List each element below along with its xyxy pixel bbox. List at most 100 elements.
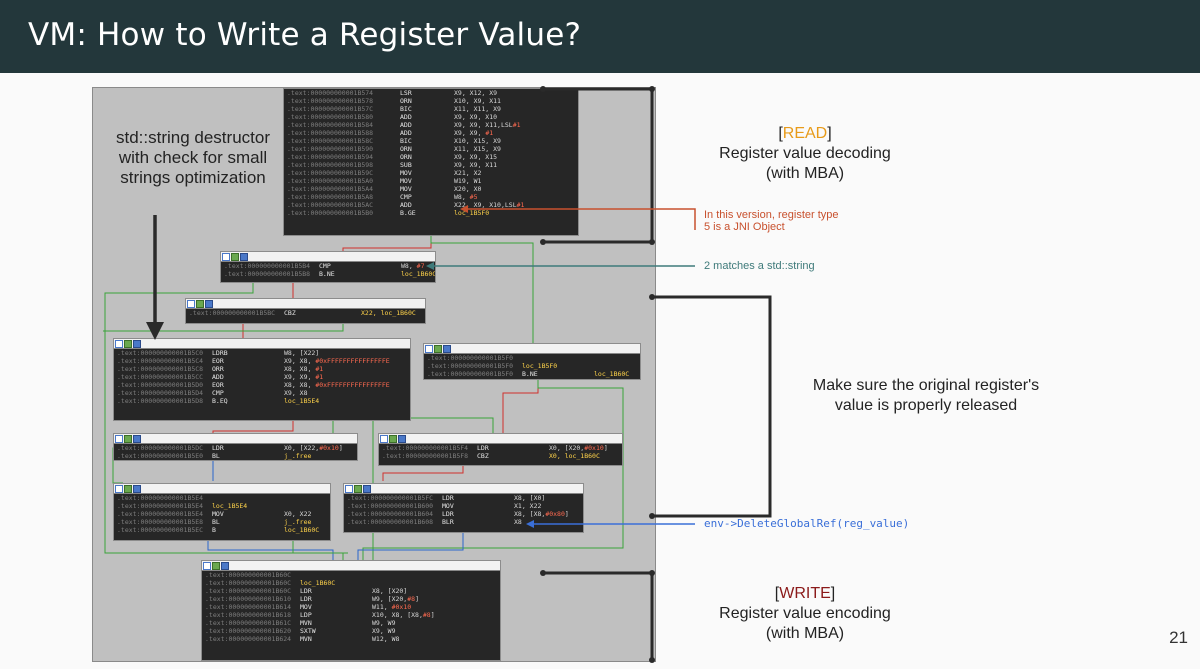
basic-block-1b60c[interactable]: .text:000000000001B60C.text:000000000001… <box>201 560 501 661</box>
asm-line[interactable]: .text:000000000001B5F0 <box>424 354 640 362</box>
slide-title-bar: VM: How to Write a Register Value? <box>0 0 1200 73</box>
asm-address: .text:000000000001B60C <box>205 571 292 579</box>
asm-address: .text:000000000001B5CC <box>117 373 204 381</box>
asm-line[interactable]: .text:000000000001B60C <box>202 571 500 579</box>
release-bracket <box>652 295 772 518</box>
asm-operands: loc_1B5F0 <box>454 209 490 217</box>
asm-address: .text:000000000001B5A4 <box>287 185 374 193</box>
asm-line[interactable]: .text:000000000001B5E4 <box>114 494 330 502</box>
page-number: 21 <box>1169 628 1188 647</box>
block-toolbar-icons[interactable] <box>379 434 622 444</box>
block-toolbar-icons[interactable] <box>202 561 500 571</box>
basic-block-1b5f0[interactable]: .text:000000000001B5F0.text:000000000001… <box>423 343 641 380</box>
asm-address: .text:000000000001B594 <box>287 153 374 161</box>
write-tag: WRITE <box>779 585 831 602</box>
matches-note: 2 matches a std::string <box>704 260 815 272</box>
asm-operands: X9, X9, X11 <box>454 161 498 169</box>
asm-address: .text:000000000001B5E8 <box>117 518 204 526</box>
block-toolbar-icons[interactable] <box>221 252 435 262</box>
asm-mnemonic: ADD <box>400 201 412 209</box>
asm-address: .text:000000000001B608 <box>347 518 434 526</box>
asm-mnemonic: MVN <box>300 619 312 627</box>
asm-operands: X8, X8, #1 <box>284 365 324 373</box>
asm-address: .text:000000000001B5C4 <box>117 357 204 365</box>
asm-mnemonic: MOV <box>212 510 224 518</box>
asm-address: .text:000000000001B5A8 <box>287 193 374 201</box>
block-toolbar-icons[interactable] <box>114 339 410 349</box>
asm-operands: W12, W8 <box>372 635 400 643</box>
asm-address: .text:000000000001B578 <box>287 97 374 105</box>
block-toolbar-icons[interactable] <box>424 344 640 354</box>
block-toolbar-icons[interactable] <box>114 434 357 444</box>
basic-block-1b5e4[interactable]: .text:000000000001B5E4.text:000000000001… <box>113 483 331 541</box>
asm-operands: X10, X8, [X8,#8] <box>372 611 435 619</box>
asm-address: .text:000000000001B61C <box>205 619 292 627</box>
asm-mnemonic: LDR <box>300 595 312 603</box>
block-toolbar-icons[interactable] <box>114 484 330 494</box>
block-toolbar-icons[interactable] <box>344 484 583 494</box>
block-toolbar-icons[interactable] <box>186 299 425 309</box>
asm-operands: X8, [X8,#0x80] <box>514 510 569 518</box>
asm-mnemonic: LDR <box>212 444 224 452</box>
asm-mnemonic: B <box>212 526 216 534</box>
asm-operands: X8, X8, #0xFFFFFFFFFFFFFFFE <box>284 381 390 389</box>
asm-mnemonic: ORN <box>400 153 412 161</box>
asm-operands: W8, #5 <box>454 193 478 201</box>
